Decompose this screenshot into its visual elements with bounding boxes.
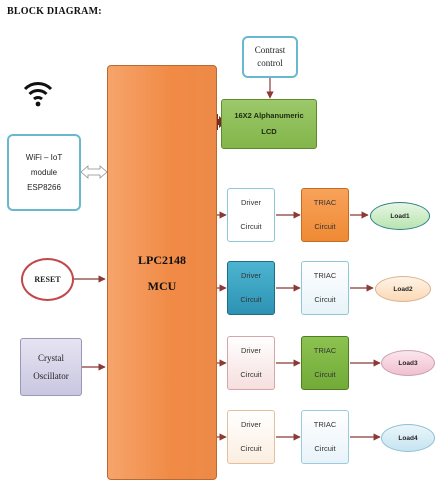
mcu-block: LPC2148 MCU xyxy=(107,65,217,480)
mcu-label-line2: MCU xyxy=(147,278,177,293)
contrast-line2: control xyxy=(257,58,283,68)
triac-1-line1: TRIAC xyxy=(313,198,337,207)
triac-circuit-3: TRIAC Circuit xyxy=(301,336,349,390)
diagram-title: BLOCK DIAGRAM: xyxy=(7,6,102,17)
triac-circuit-1: TRIAC Circuit xyxy=(301,188,349,242)
driver-1-line1: Driver xyxy=(241,198,261,207)
driver-circuit-1: Driver Circuit xyxy=(227,188,275,242)
wifi-module-line1: WiFi – IoT xyxy=(25,153,63,162)
driver-1-line2: Circuit xyxy=(240,222,262,231)
triac-4-line2: Circuit xyxy=(314,444,336,453)
crystal-line2: Oscillator xyxy=(33,371,69,381)
driver-3-line1: Driver xyxy=(241,346,261,355)
driver-4-line1: Driver xyxy=(241,420,261,429)
contrast-control-block: Contrast control xyxy=(242,36,298,78)
triac-2-line1: TRIAC xyxy=(313,271,337,280)
crystal-line1: Crystal xyxy=(38,353,64,363)
triac-circuit-2: TRIAC Circuit xyxy=(301,261,349,315)
wifi-module-block: WiFi – IoT module ESP8266 xyxy=(7,134,81,211)
contrast-line1: Contrast xyxy=(254,45,286,55)
crystal-oscillator-block: Crystal Oscillator xyxy=(20,338,82,396)
lcd-line1: 16X2 Alphanumeric xyxy=(234,111,304,120)
load-4: Load4 xyxy=(381,424,435,452)
triac-1-line2: Circuit xyxy=(314,222,336,231)
driver-circuit-2: Driver Circuit xyxy=(227,261,275,315)
driver-2-line2: Circuit xyxy=(240,295,262,304)
reset-block: RESET xyxy=(21,258,74,301)
triac-3-line2: Circuit xyxy=(314,370,336,379)
load-1: Load1 xyxy=(370,202,430,230)
lcd-line2: LCD xyxy=(261,127,277,136)
wifi-module-line2: module xyxy=(30,168,58,177)
driver-3-line2: Circuit xyxy=(240,370,262,379)
driver-circuit-3: Driver Circuit xyxy=(227,336,275,390)
triac-circuit-4: TRIAC Circuit xyxy=(301,410,349,464)
load-3: Load3 xyxy=(381,350,435,376)
wifi-icon xyxy=(23,82,53,107)
lcd-block: 16X2 Alphanumeric LCD xyxy=(221,99,317,149)
driver-circuit-4: Driver Circuit xyxy=(227,410,275,464)
triac-3-line1: TRIAC xyxy=(313,346,337,355)
wifi-module-line3: ESP8266 xyxy=(27,183,61,192)
driver-2-line1: Driver xyxy=(241,271,261,280)
driver-4-line2: Circuit xyxy=(240,444,262,453)
mcu-label-line1: LPC2148 xyxy=(138,252,186,267)
triac-2-line2: Circuit xyxy=(314,295,336,304)
load-2: Load2 xyxy=(375,276,431,302)
triac-4-line1: TRIAC xyxy=(313,420,337,429)
